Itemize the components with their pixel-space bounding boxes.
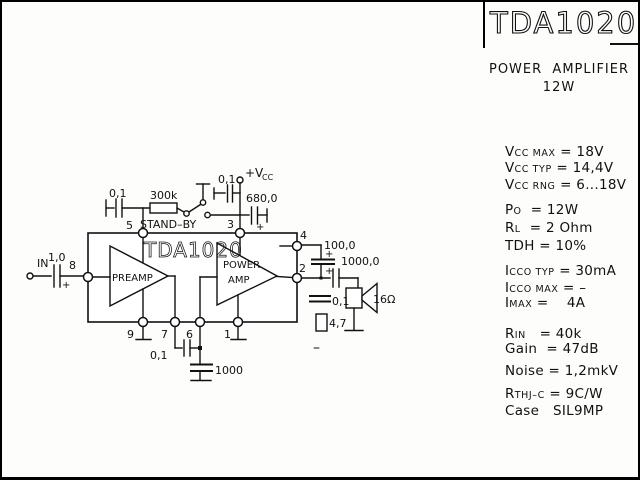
- ground-symbol-pin9: [135, 325, 152, 341]
- spec-line: IMAX = 4A: [505, 295, 586, 311]
- filter-capacitor: [239, 206, 268, 225]
- spec-line: VCC TYP = 14,4V: [505, 160, 614, 176]
- preamp-label: PREAMP: [112, 273, 153, 284]
- minus-mark: –: [313, 340, 320, 356]
- vcc-terminal: [236, 176, 244, 230]
- out-cap-value: 1000,0: [341, 255, 380, 268]
- decoupling-capacitor: [190, 325, 213, 382]
- amp-label: AMP: [228, 275, 250, 286]
- speaker: [344, 282, 378, 332]
- zobel-res-value: 4,7: [329, 317, 347, 330]
- pin9-label: 9: [127, 328, 134, 341]
- pin1-label: 1: [224, 328, 231, 341]
- input-terminal: [26, 272, 52, 280]
- output-capacitor: [300, 268, 359, 289]
- spec-line: RL = 2 Ohm: [505, 220, 593, 236]
- pin5-label: 5: [126, 219, 133, 232]
- zobel-resistor: [315, 313, 328, 332]
- pin-4: [291, 240, 303, 252]
- spec-line: VCC MAX = 18V: [505, 144, 604, 160]
- spec-line: ICCO MAX = –: [505, 280, 587, 296]
- standby-switch: [176, 183, 241, 219]
- pin-5: [137, 227, 149, 239]
- title-underscore: [610, 43, 638, 45]
- page-title: TDA1020: [489, 5, 638, 40]
- spec-line: TDH = 10%: [505, 238, 587, 254]
- pin-8: [82, 271, 94, 283]
- spec-line: RIN = 40k: [505, 326, 582, 342]
- title-divider: [483, 2, 485, 48]
- plus-mark: +: [325, 266, 333, 277]
- spec-line: Gain = 47dB: [505, 341, 599, 357]
- vcc-label: +V: [245, 166, 264, 180]
- standby-label: STAND–BY: [140, 218, 197, 231]
- standby-resistor: [149, 202, 178, 214]
- pin-6: [194, 316, 206, 328]
- bootstrap-capacitor: [300, 244, 335, 280]
- pin-9: [137, 316, 149, 328]
- input-capacitor: [53, 264, 84, 288]
- pin3-label: 3: [227, 218, 234, 231]
- pin-1: [232, 316, 244, 328]
- power-label: POWER: [223, 260, 260, 271]
- fb-cap-value: 0,1: [150, 349, 168, 362]
- pin4-label: 4: [300, 229, 307, 242]
- pin8-label: 8: [69, 259, 76, 272]
- filter-cap-value: 680,0: [246, 192, 278, 205]
- vcc-sub-label: CC: [262, 173, 274, 182]
- spec-line: PO = 12W: [505, 202, 579, 218]
- standby-capacitor: [105, 198, 151, 218]
- input-label: IN: [37, 257, 48, 270]
- vcc-capacitor: [213, 184, 241, 203]
- ground-symbol-pin1: [230, 325, 247, 341]
- schematic-labels: IN 1,0 + 8 0,1 300k STAND–BY 5 3 +V CC 0…: [37, 166, 395, 377]
- standby-cap-value: 0,1: [109, 187, 127, 200]
- pin2-label: 2: [299, 262, 306, 275]
- vcc-cap-value: 0,1: [218, 173, 236, 186]
- zobel-cap-value: 0,1: [332, 295, 350, 308]
- pin-7: [169, 316, 181, 328]
- ic-tda1020: [82, 227, 303, 328]
- preamp-triangle: [109, 244, 170, 308]
- pin-3: [234, 227, 246, 239]
- spec-line: Noise = 1,2mkV: [505, 363, 619, 379]
- decouple-cap-value: 1000: [215, 364, 243, 377]
- standby-res-value: 300k: [150, 189, 178, 202]
- spec-line: ICCO TYP = 30mA: [505, 263, 617, 279]
- speaker-value: 16Ω: [373, 293, 395, 306]
- zobel-capacitor: [309, 295, 331, 303]
- boot-cap-value: 100,0: [324, 239, 356, 252]
- plus-mark: +: [325, 249, 333, 260]
- circuit-schematic: IN 1,0 + 8 0,1 300k STAND–BY 5 3 +V CC 0…: [26, 166, 395, 382]
- pin7-label: 7: [161, 328, 168, 341]
- panel-subtitle: POWER AMPLIFIER: [488, 62, 630, 77]
- pin6-label: 6: [186, 328, 193, 341]
- ic-name: TDA1020: [143, 238, 243, 262]
- plus-mark: +: [62, 280, 70, 291]
- power-amp-triangle: [216, 241, 279, 307]
- panel-power-rating: 12W: [542, 80, 576, 95]
- spec-line: Case SIL9MP: [505, 403, 604, 419]
- spec-line: VCC RNG = 6...18V: [505, 177, 627, 193]
- input-cap-value: 1,0: [48, 251, 66, 264]
- plus-mark: +: [256, 222, 264, 233]
- spec-line: RTHJ–C = 9C/W: [505, 386, 603, 402]
